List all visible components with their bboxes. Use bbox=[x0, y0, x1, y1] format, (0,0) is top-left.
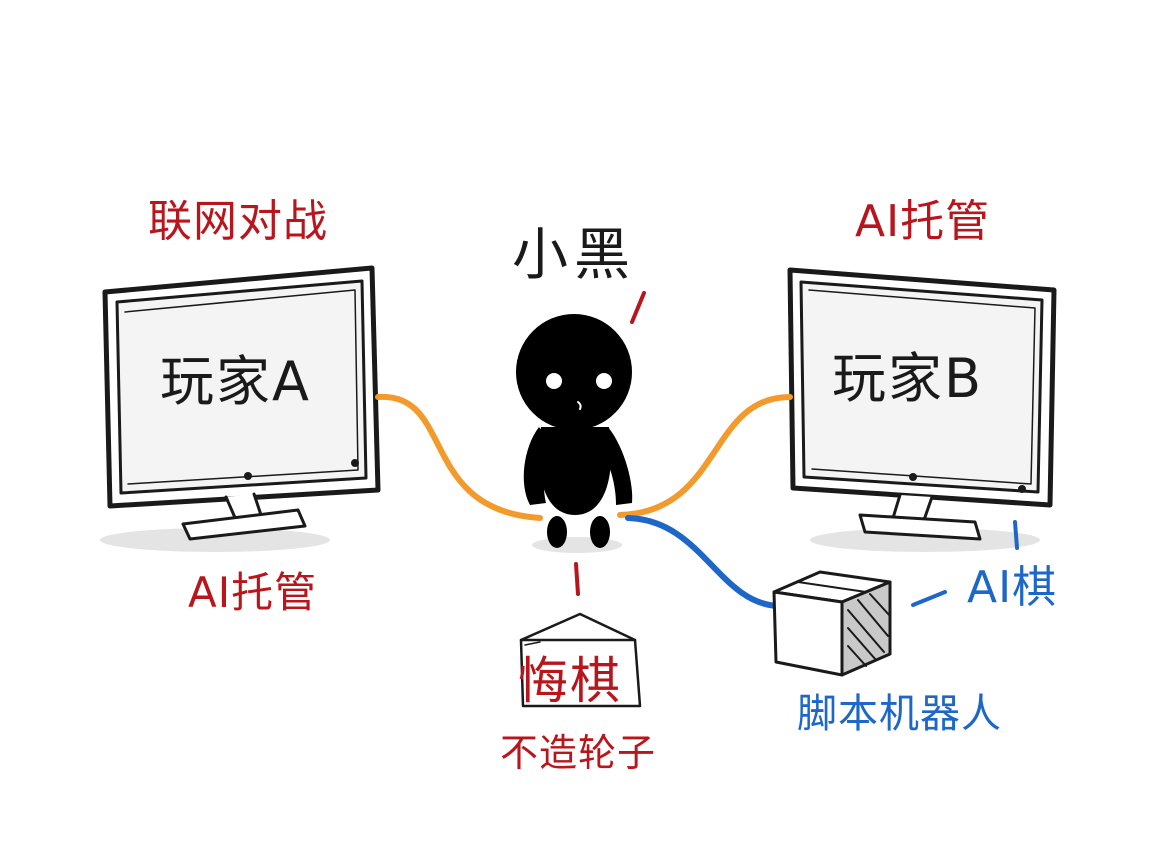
bot-cube-icon bbox=[772, 570, 892, 677]
undo-box bbox=[519, 612, 642, 708]
monitor-b-tick bbox=[1013, 520, 1019, 550]
monitor-a bbox=[102, 265, 381, 541]
player-a-label: 玩家A bbox=[160, 350, 311, 413]
monitor-b-shadow bbox=[810, 528, 1040, 552]
name-tick bbox=[630, 291, 646, 324]
ai-chess-tick bbox=[911, 590, 947, 607]
cable-a-orange bbox=[375, 393, 543, 521]
script-robot-label: 脚本机器人 bbox=[797, 691, 1002, 737]
character-name-label: 小黑 bbox=[512, 223, 636, 288]
online-battle-label: 联网对战 bbox=[148, 196, 328, 247]
player-b-label: 玩家B bbox=[832, 347, 984, 410]
undo-move-label: 悔棋 bbox=[518, 652, 622, 710]
ai-chess-label: AI棋 bbox=[967, 562, 1058, 613]
no-reinvent-label: 不造轮子 bbox=[500, 731, 657, 775]
cable-b-orange bbox=[617, 394, 793, 518]
undo-tick bbox=[574, 562, 580, 596]
ai-hosted-label-left: AI托管 bbox=[188, 568, 318, 617]
cable-bot-blue bbox=[625, 515, 781, 609]
character-xiaohei bbox=[516, 314, 633, 548]
monitor-a-shadow bbox=[100, 528, 330, 552]
ai-hosted-label-right: AI托管 bbox=[855, 196, 991, 247]
monitor-b bbox=[787, 267, 1057, 541]
